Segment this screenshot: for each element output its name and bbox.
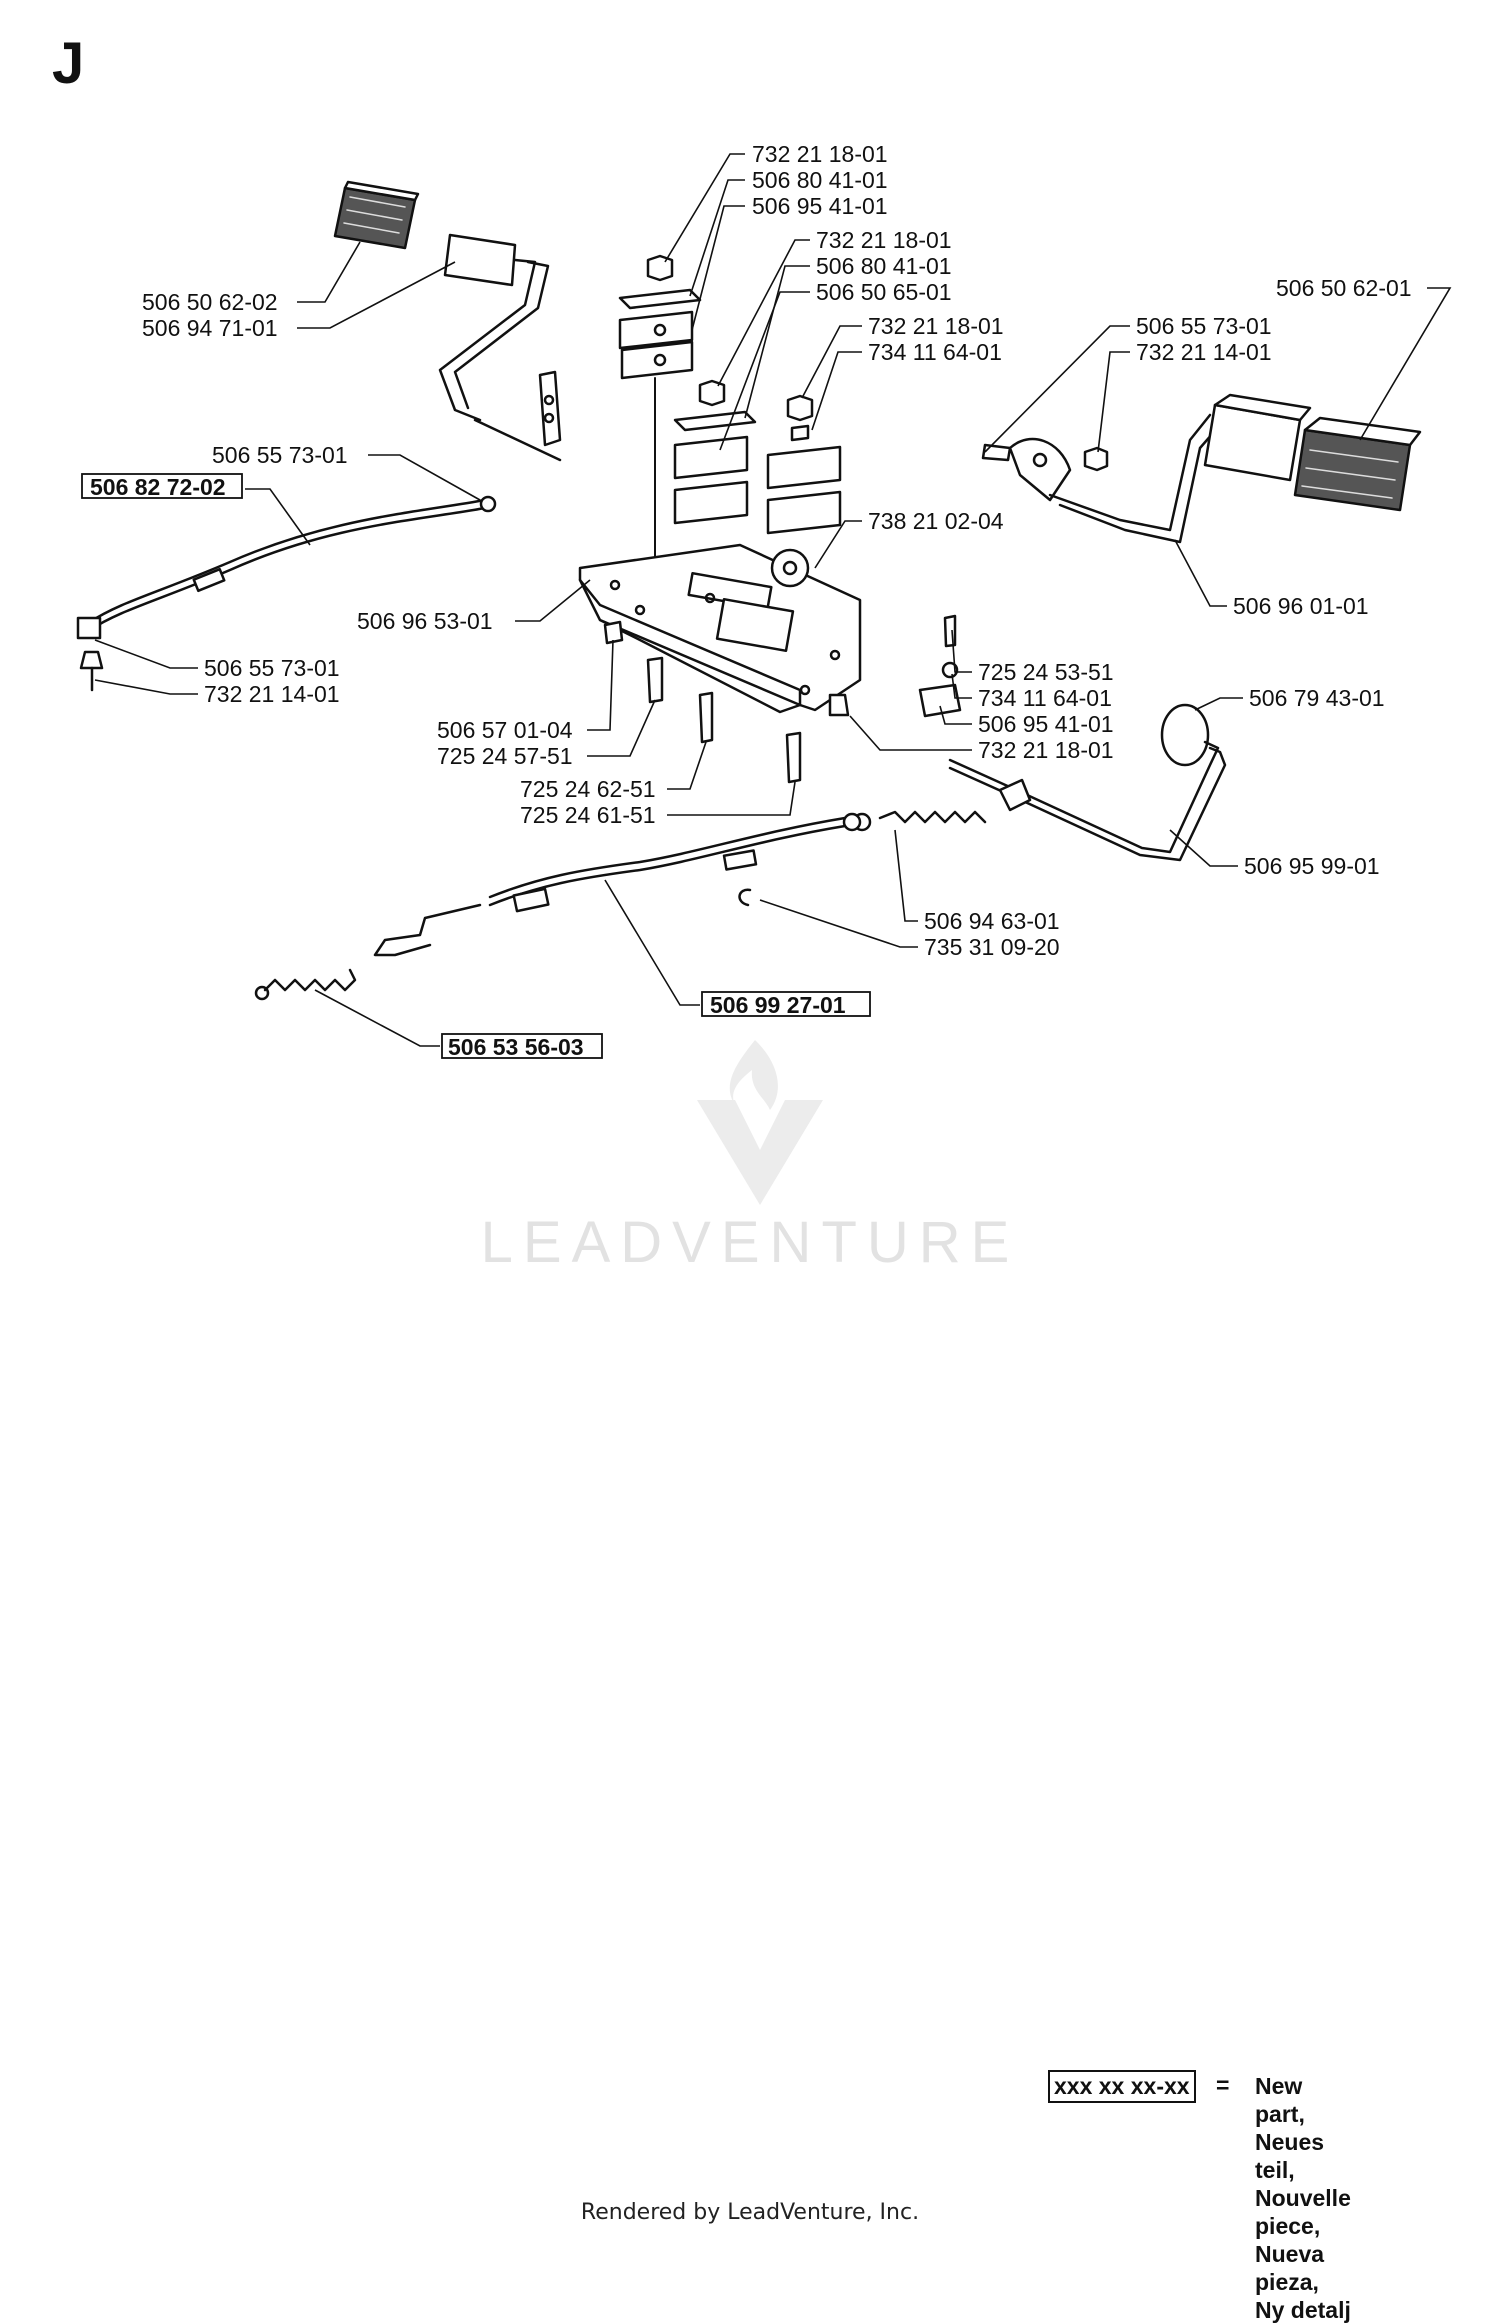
callout-label: 506 95 99-01 xyxy=(1244,853,1380,879)
watermark: LEADVENTURE xyxy=(481,1040,1020,1275)
callout-label: 732 21 14-01 xyxy=(204,681,340,707)
center-stack-mid xyxy=(673,379,757,525)
callout-label: 506 96 53-01 xyxy=(357,608,493,634)
watermark-text: LEADVENTURE xyxy=(481,1210,1020,1275)
callout-new-part: 506 53 56-03 xyxy=(441,1033,603,1060)
legend-description: New part, Neues teil, Nouvelle piece, Nu… xyxy=(1255,2072,1351,2324)
right-pedal-assembly xyxy=(981,393,1422,544)
legend-line: Ny detalj xyxy=(1255,2297,1351,2323)
callout-label: 725 24 62-51 xyxy=(520,776,656,802)
center-stack-left xyxy=(618,254,702,561)
left-pedal-arm xyxy=(438,233,562,462)
callout-labels: 732 21 18-01 506 80 41-01 506 95 41-01 7… xyxy=(81,141,1412,1060)
callout-label: 734 11 64-01 xyxy=(978,685,1112,711)
callout-label-new: 506 53 56-03 xyxy=(448,1034,584,1060)
leader-lines xyxy=(94,153,1452,1047)
callout-label: 506 55 73-01 xyxy=(212,442,348,468)
lower-cable xyxy=(254,812,862,1001)
center-stack-right xyxy=(766,394,842,535)
parts-drawing xyxy=(76,180,1422,1001)
callout-label: 506 94 71-01 xyxy=(142,315,278,341)
callout-label: 738 21 02-04 xyxy=(868,508,1004,534)
callout-label: 725 24 53-51 xyxy=(978,659,1114,685)
hand-lever xyxy=(948,703,1227,862)
callout-label: 735 31 09-20 xyxy=(924,934,1060,960)
callout-label: 725 24 57-51 xyxy=(437,743,573,769)
callout-label: 732 21 18-01 xyxy=(868,313,1004,339)
legend-line: Nouvelle piece, xyxy=(1255,2185,1351,2239)
footer-credit: Rendered by LeadVenture, Inc. xyxy=(580,2200,920,2225)
right-bolt-stack xyxy=(918,614,962,718)
callout-label: 732 21 18-01 xyxy=(978,737,1114,763)
callout-label: 506 50 65-01 xyxy=(816,279,952,305)
callout-label: 732 21 14-01 xyxy=(1136,339,1272,365)
bolts xyxy=(603,620,850,784)
callout-label: 732 21 18-01 xyxy=(752,141,888,167)
main-plate xyxy=(578,543,862,714)
callout-new-part: 506 82 72-02 xyxy=(81,473,243,500)
callout-label: 506 79 43-01 xyxy=(1249,685,1385,711)
callout-label: 506 80 41-01 xyxy=(752,167,888,193)
section-letter: J xyxy=(52,31,85,96)
callout-label-new: 506 99 27-01 xyxy=(710,992,846,1018)
legend-code-box: xxx xx xx-xx xyxy=(1048,2070,1196,2103)
callout-label: 732 21 18-01 xyxy=(816,227,952,253)
callout-label: 506 80 41-01 xyxy=(816,253,952,279)
legend-equals: = xyxy=(1216,2072,1230,2098)
legend-line: Neues teil, xyxy=(1255,2129,1325,2183)
callout-label: 506 95 41-01 xyxy=(978,711,1114,737)
watermark-flame-icon xyxy=(729,1040,778,1110)
callout-label: 506 55 73-01 xyxy=(1136,313,1272,339)
left-pedal-pad xyxy=(333,180,420,250)
callout-label: 506 50 62-01 xyxy=(1276,275,1412,301)
callout-label: 506 50 62-02 xyxy=(142,289,278,315)
callout-label: 506 95 41-01 xyxy=(752,193,888,219)
callout-label-new: 506 82 72-02 xyxy=(90,474,226,500)
callout-label: 734 11 64-01 xyxy=(868,339,1002,365)
callout-label: 506 55 73-01 xyxy=(204,655,340,681)
callout-label: 506 94 63-01 xyxy=(924,908,1060,934)
legend-line: Nueva pieza, xyxy=(1255,2241,1325,2295)
parts-diagram: LEADVENTURE xyxy=(76,141,1452,1275)
callout-new-part: 506 99 27-01 xyxy=(701,991,871,1018)
spring-clip xyxy=(738,810,987,907)
callout-label: 506 57 01-04 xyxy=(437,717,573,743)
legend-line: New part, xyxy=(1255,2073,1305,2127)
watermark-v-icon xyxy=(697,1100,823,1205)
callout-label: 725 24 61-51 xyxy=(520,802,656,828)
callout-label: 506 96 01-01 xyxy=(1233,593,1369,619)
left-cable xyxy=(76,495,497,692)
